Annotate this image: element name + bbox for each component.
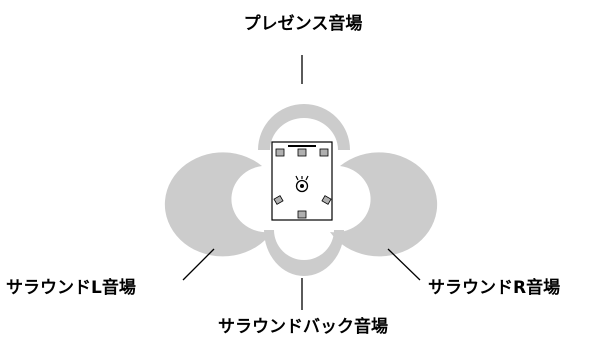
center-speaker-icon xyxy=(297,148,307,157)
surround-right-speaker-icon xyxy=(321,195,332,205)
surround-left-field-label: サラウンドL音場 xyxy=(6,278,136,298)
surround-right-leader-line xyxy=(387,248,421,281)
surround-left-field xyxy=(164,152,272,257)
front-right-speaker-icon xyxy=(319,148,329,157)
front-left-speaker-icon xyxy=(275,148,285,157)
surround-right-field xyxy=(330,152,438,257)
surround-back-field xyxy=(264,230,344,276)
surround-back-speaker-icon xyxy=(297,210,307,219)
sound-fields xyxy=(164,104,438,276)
surround-left-leader-line xyxy=(182,248,215,281)
listener-icon xyxy=(295,175,309,193)
presence-field-label: プレゼンス音場 xyxy=(243,14,363,34)
leader-lines xyxy=(182,55,421,310)
surround-back-field-label: サラウンドバック音場 xyxy=(218,317,388,337)
presence-field xyxy=(258,104,350,150)
surround-right-field-label: サラウンドR音場 xyxy=(428,278,561,298)
surround-left-speaker-icon xyxy=(273,195,284,205)
speakers xyxy=(273,148,332,219)
